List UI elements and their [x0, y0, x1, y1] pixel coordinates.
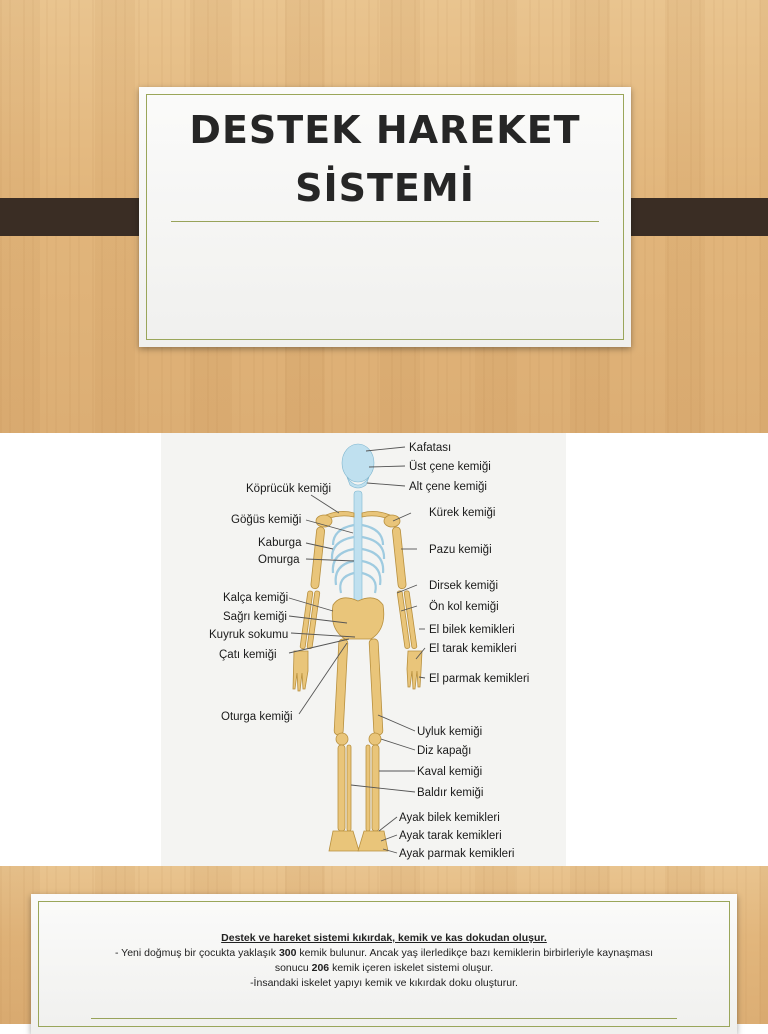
label-baldir: Baldır kemiği	[417, 787, 483, 799]
label-el-tarak: El tarak kemikleri	[429, 643, 517, 655]
content-line-1: - Yeni doğmuş bir çocukta yaklaşık 300 k…	[114, 947, 654, 959]
text-card: Destek ve hareket sistemi kıkırdak, kemi…	[31, 894, 737, 1034]
label-dirsek: Dirsek kemiği	[429, 580, 498, 592]
label-ayak-tarak: Ayak tarak kemikleri	[399, 830, 502, 842]
label-kaval: Kaval kemiği	[417, 766, 482, 778]
skeleton-slide: Kafatası Üst çene kemiği Alt çene kemiği…	[0, 433, 768, 866]
label-uyluk: Uyluk kemiği	[417, 726, 482, 738]
right-accent-band	[613, 198, 768, 236]
label-cati: Çatı kemiği	[219, 649, 277, 661]
text-slide: Destek ve hareket sistemi kıkırdak, kemi…	[0, 866, 768, 1034]
label-kafatasi: Kafatası	[409, 442, 451, 454]
title-card: DESTEK HAREKET SİSTEMİ	[139, 87, 631, 347]
pointer-lines	[288, 446, 426, 854]
label-kalca: Kalça kemiği	[223, 592, 288, 604]
title-divider	[171, 221, 599, 222]
label-el-bilek: El bilek kemikleri	[429, 624, 515, 636]
label-koprucuk: Köprücük kemiği	[246, 483, 331, 495]
skeleton-figure: Kafatası Üst çene kemiği Alt çene kemiği…	[209, 442, 529, 860]
label-alt-cene: Alt çene kemiği	[409, 481, 487, 493]
right-foot	[357, 830, 389, 852]
content-line-3: -İnsandaki iskelet yapıyı kemik ve kıkır…	[250, 977, 518, 989]
title-slide: DESTEK HAREKET SİSTEMİ	[0, 0, 768, 433]
label-sagri: Sağrı kemiği	[223, 611, 287, 623]
content-heading: Destek ve hareket sistemi kıkırdak, kemi…	[221, 932, 547, 944]
label-oturga: Oturga kemiği	[221, 711, 293, 723]
label-diz-kapagi: Diz kapağı	[417, 745, 471, 757]
label-el-parmak: El parmak kemikleri	[429, 673, 529, 685]
left-foot	[328, 830, 360, 852]
label-omurga: Omurga	[258, 554, 300, 566]
number-206: 206	[311, 962, 330, 974]
label-kaburga: Kaburga	[258, 537, 302, 549]
pelvis-shape	[331, 597, 385, 640]
spine-shape	[353, 490, 363, 612]
skeleton-diagram: Kafatası Üst çene kemiği Alt çene kemiği…	[161, 433, 566, 866]
content-line-2: sonucu 206 kemik içeren iskelet sistemi …	[274, 962, 494, 974]
label-pazu: Pazu kemiği	[429, 544, 492, 556]
text-content: Destek ve hareket sistemi kıkırdak, kemi…	[71, 931, 697, 991]
left-hand	[292, 650, 309, 692]
content-divider	[91, 1018, 677, 1019]
label-ayak-bilek: Ayak bilek kemikleri	[399, 812, 500, 824]
left-accent-band	[0, 198, 156, 236]
label-kurek: Kürek kemiği	[429, 507, 495, 519]
right-hand	[406, 650, 423, 690]
slide-title-line2: SİSTEMİ	[295, 166, 475, 210]
label-on-kol: Ön kol kemiği	[429, 601, 499, 613]
label-ust-cene: Üst çene kemiği	[409, 461, 491, 473]
bone-labels: Kafatası Üst çene kemiği Alt çene kemiği…	[209, 442, 529, 860]
label-gogus: Göğüs kemiği	[231, 514, 301, 526]
slide-title-line1: DESTEK HAREKET	[189, 108, 581, 152]
skull-shape	[341, 443, 375, 483]
label-kuyruk-sokumu: Kuyruk sokumu	[209, 629, 288, 641]
number-300: 300	[278, 947, 297, 959]
label-ayak-parmak: Ayak parmak kemikleri	[399, 848, 514, 860]
